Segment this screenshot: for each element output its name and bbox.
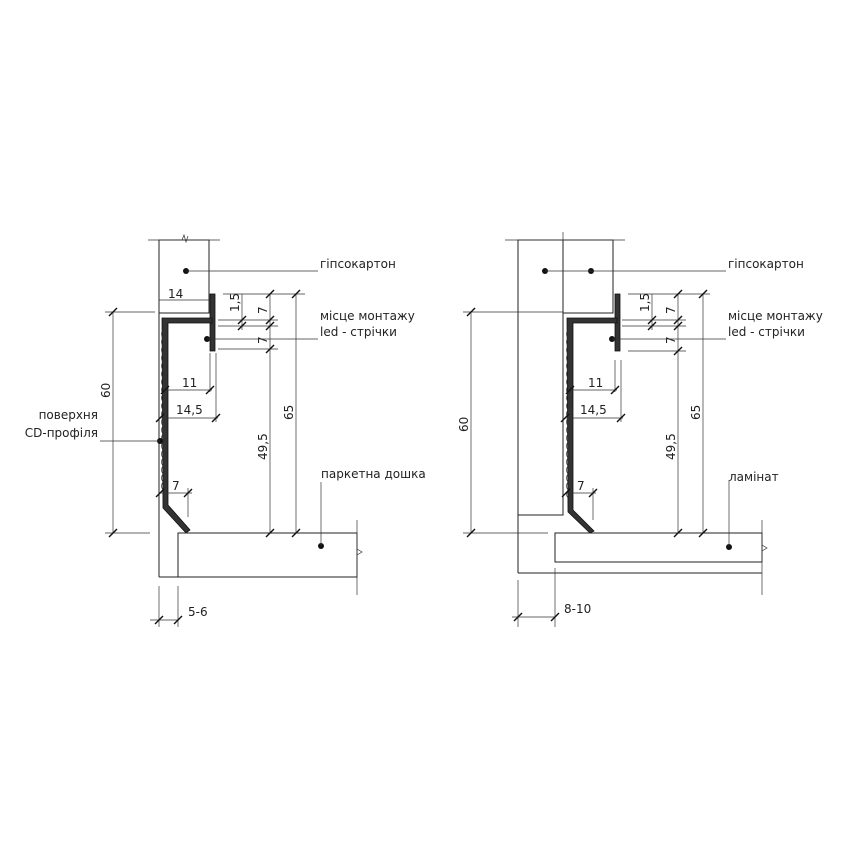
label-led-mount-1: місце монтажу <box>320 309 415 323</box>
dim-11: 11 <box>588 376 603 390</box>
dim-65: 65 <box>282 405 296 420</box>
right-detail: 1,5 7 7 60 49,5 65 11 14,5 7 8-10 гіпсок… <box>457 232 823 627</box>
label-floor: ламінат <box>729 470 779 484</box>
dim-65: 65 <box>689 405 703 420</box>
leaders <box>542 268 732 550</box>
wall-and-drywall <box>505 232 625 516</box>
dimension-lines <box>105 289 305 627</box>
label-floor: паркетна дошка <box>321 467 426 481</box>
label-led-mount-2: led - стрічки <box>728 325 805 339</box>
dim-60: 60 <box>99 383 113 398</box>
dim-1-5: 1,5 <box>638 293 652 312</box>
dim-7-upper: 7 <box>664 306 678 314</box>
dimension-labels: 1,5 7 7 60 49,5 65 11 14,5 7 8-10 <box>457 293 703 616</box>
dim-7-bottom: 7 <box>172 479 180 493</box>
leaders <box>100 268 324 549</box>
dim-14: 14 <box>168 287 183 301</box>
label-cd-profile-2: CD-профіля <box>25 426 98 440</box>
skirting-profile <box>161 293 216 534</box>
label-led-mount-1: місце монтажу <box>728 309 823 323</box>
dim-floor-gap: 5-6 <box>188 605 208 619</box>
laminate-floor <box>554 520 768 595</box>
drywall-block <box>148 233 220 314</box>
left-detail: 14 1,5 7 7 60 49,5 65 11 14,5 7 5-6 гіпс… <box>25 233 426 627</box>
dimension-labels: 14 1,5 7 7 60 49,5 65 11 14,5 7 5-6 <box>99 287 296 619</box>
dim-1-5: 1,5 <box>228 293 242 312</box>
dim-60: 60 <box>457 417 471 432</box>
dim-49-5: 49,5 <box>256 433 270 460</box>
dim-14-5: 14,5 <box>580 403 607 417</box>
dim-7-led: 7 <box>664 336 678 344</box>
dim-14-5: 14,5 <box>176 403 203 417</box>
dim-7-bottom: 7 <box>577 479 585 493</box>
label-led-mount-2: led - стрічки <box>320 325 397 339</box>
dimension-lines <box>463 289 710 627</box>
label-drywall: гіпсокартон <box>728 257 804 271</box>
dim-49-5: 49,5 <box>664 433 678 460</box>
dim-7-upper: 7 <box>256 306 270 314</box>
label-drywall: гіпсокартон <box>320 257 396 271</box>
dim-7-led: 7 <box>256 336 270 344</box>
label-cd-profile-1: поверхня <box>39 408 98 422</box>
skirting-profile <box>566 293 621 534</box>
dim-floor-gap: 8-10 <box>564 602 591 616</box>
parquet-floor <box>177 520 363 595</box>
dim-11: 11 <box>182 376 197 390</box>
